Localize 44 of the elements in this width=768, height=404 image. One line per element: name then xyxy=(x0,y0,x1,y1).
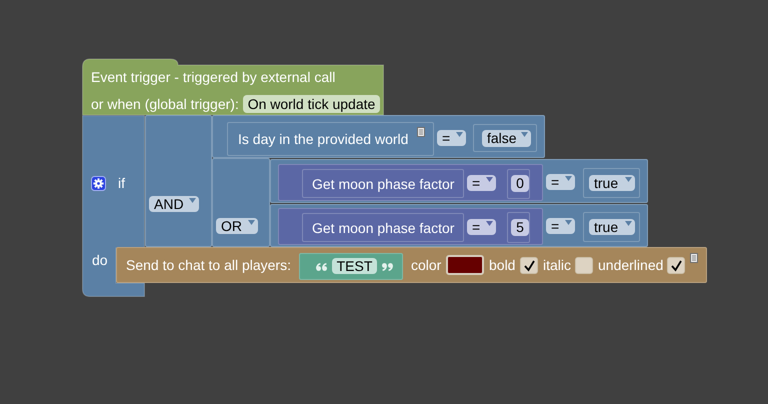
operator-dropdown: = xyxy=(467,175,496,191)
boolean-block xyxy=(583,168,640,198)
operator-dropdown: = xyxy=(437,130,466,146)
compare-block xyxy=(270,159,648,203)
block-title: Event trigger - triggered by external call xyxy=(91,68,336,86)
operator-dropdown: OR xyxy=(216,218,258,234)
number-block xyxy=(507,212,530,243)
text-block xyxy=(299,253,403,280)
option-label: italic xyxy=(543,256,572,274)
block-label: Get moon phase factor xyxy=(312,219,454,237)
boolean-block xyxy=(583,212,640,242)
option-label: underlined xyxy=(598,256,664,274)
number-field: 5 xyxy=(511,219,529,236)
compare-block xyxy=(270,204,648,247)
function-block xyxy=(302,213,464,242)
event-block xyxy=(82,57,384,115)
boolean-block xyxy=(473,124,537,152)
do-keyword: do xyxy=(92,251,108,269)
function-block xyxy=(302,169,464,198)
block-label: Send to chat to all players: xyxy=(126,256,291,274)
option-label: bold xyxy=(489,256,516,274)
number-field: 0 xyxy=(511,175,529,192)
number-compare-block xyxy=(278,208,543,245)
operator-dropdown: = xyxy=(546,218,575,234)
number-block xyxy=(507,169,530,199)
operator-dropdown: = xyxy=(546,174,575,190)
condition-block xyxy=(227,122,434,156)
logic-operator-block xyxy=(145,115,212,247)
text-field: TEST xyxy=(332,258,377,274)
if-keyword: if xyxy=(118,174,125,192)
value-dropdown: true xyxy=(589,219,635,235)
operator-dropdown: = xyxy=(467,219,496,235)
action-block xyxy=(116,247,707,283)
value-dropdown: false xyxy=(482,130,531,147)
compare-block xyxy=(212,115,545,158)
block-label: Get moon phase factor xyxy=(312,175,454,193)
block-label: Is day in the provided world xyxy=(238,130,408,148)
operator-dropdown: AND xyxy=(149,196,199,212)
number-compare-block xyxy=(278,164,543,201)
trigger-tag: On world tick update xyxy=(243,95,380,113)
option-label: color xyxy=(411,256,442,274)
logic-operator-block xyxy=(212,158,270,247)
trigger-label: or when (global trigger): xyxy=(91,95,239,113)
value-dropdown: true xyxy=(589,175,635,191)
